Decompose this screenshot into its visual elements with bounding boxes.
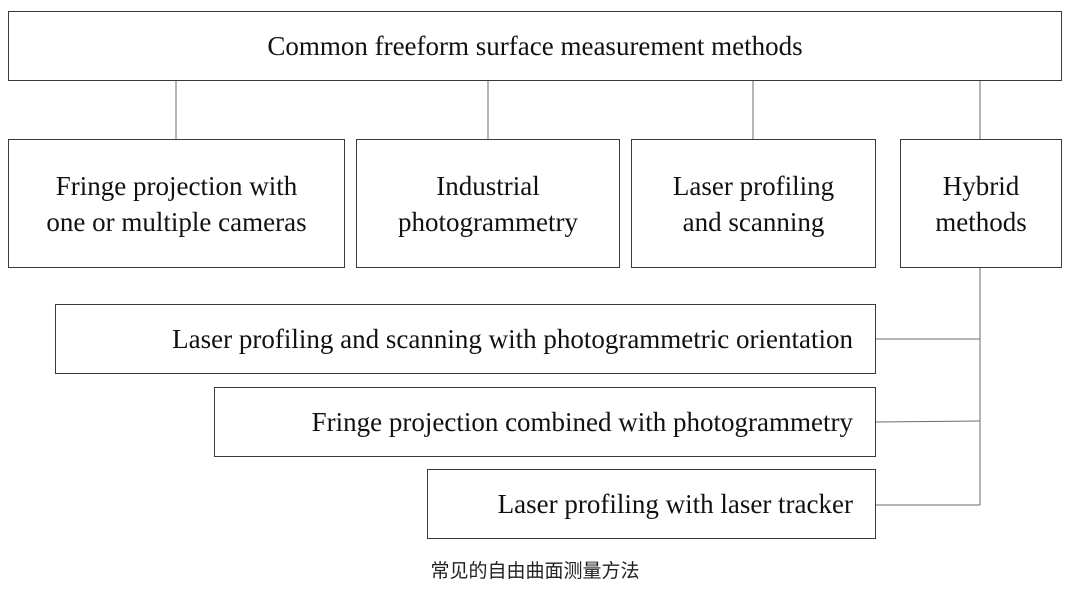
category-label-line2: photogrammetry [398,206,578,237]
category-label-line2: methods [935,206,1027,237]
figure-caption: 常见的自由曲面测量方法 [430,560,640,582]
category-hybrid-methods: Hybrid methods [900,139,1062,268]
category-label-line2: and scanning [682,206,825,237]
root-node: Common freeform surface measurement meth… [8,11,1062,81]
category-label-line2: one or multiple cameras [46,206,307,237]
hybrid-method-label: Fringe projection combined with photogra… [311,407,853,437]
hybrid-method-fringe-photogrammetry: Fringe projection combined with photogra… [214,387,876,457]
category-label-line1: Fringe projection with [55,170,298,201]
category-label-line1: Hybrid [942,170,1020,201]
category-industrial-photogrammetry: Industrial photogrammetry [356,139,620,268]
hybrid-method-laser-photogrammetric: Laser profiling and scanning with photog… [55,304,876,374]
hybrid-method-laser-tracker: Laser profiling with laser tracker [427,469,876,539]
hybrid-method-label: Laser profiling and scanning with photog… [172,324,853,354]
category-fringe-projection: Fringe projection with one or multiple c… [8,139,345,268]
connector-hybrid-branch-2 [875,420,981,423]
hybrid-method-label: Laser profiling with laser tracker [497,489,853,519]
category-label-line1: Laser profiling [672,170,835,201]
root-node-label: Common freeform surface measurement meth… [267,31,803,61]
category-label-line1: Industrial [436,170,540,201]
category-laser-profiling: Laser profiling and scanning [631,139,876,268]
